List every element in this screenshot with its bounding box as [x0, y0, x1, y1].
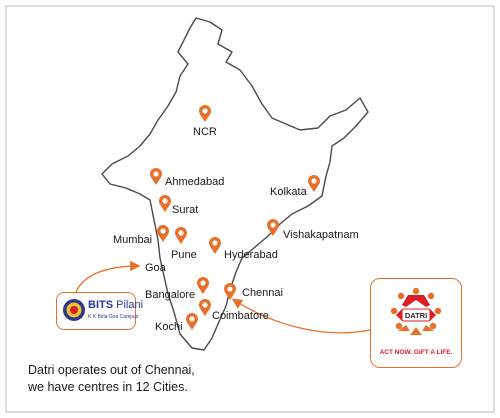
bits-logo-campus: K K Birla Goa Campus — [88, 314, 139, 320]
label-kolkata: Kolkata — [270, 186, 308, 198]
page-border — [5, 5, 495, 413]
pin-mumbai — [157, 225, 169, 242]
pin-bangalore — [197, 277, 209, 294]
pin-pune — [175, 227, 187, 244]
caption-line-2: we have centres in 12 Cities. — [28, 380, 188, 394]
bits-emblem-icon — [63, 299, 85, 321]
arrow-bits-to-goa — [75, 260, 141, 293]
pin-kolkata — [308, 175, 320, 192]
caption-line-1: Datri operates out of Chennai, — [28, 363, 195, 377]
pin-hyderabad — [209, 237, 221, 254]
bits-logo-name: BITS Pilani — [88, 299, 143, 311]
label-pune: Pune — [171, 249, 197, 261]
label-mumbai: Mumbai — [113, 234, 152, 246]
label-kochi: Kochi — [155, 321, 183, 333]
label-hyderabad: Hyderabad — [224, 249, 278, 261]
label-ncr: NCR — [193, 126, 217, 138]
label-goa: Goa — [145, 262, 167, 274]
bits-name-bold: BITS — [88, 299, 114, 311]
label-ahmedabad: Ahmedabad — [165, 176, 224, 188]
pin-surat — [159, 195, 171, 212]
caption: Datri operates out of Chennai, we have c… — [28, 362, 268, 396]
bits-pilani-logo: BITS Pilani K K Birla Goa Campus — [56, 292, 143, 330]
label-vishakapatnam: Vishakapatnam — [283, 229, 359, 241]
label-surat: Surat — [172, 204, 198, 216]
bits-name-light: Pilani — [113, 299, 144, 311]
datri-tagline: ACT NOW. GIFT A LIFE. — [379, 349, 453, 356]
label-chennai: Chennai — [242, 287, 283, 299]
pin-kochi — [186, 313, 198, 330]
india-outline — [101, 17, 369, 351]
pin-ncr — [199, 105, 211, 122]
pin-ahmedabad — [150, 168, 162, 185]
pin-vishakapatnam — [267, 219, 279, 236]
label-bangalore: Bangalore — [145, 289, 195, 301]
datri-logo-name: DATRI — [405, 311, 427, 320]
datri-logo: DATRI ACT NOW. GIFT A LIFE. — [370, 278, 462, 368]
label-coimbatore: Coimbatore — [212, 310, 269, 322]
pin-coimbatore — [199, 299, 211, 316]
datri-emblem-icon: DATRI — [390, 287, 442, 335]
pin-chennai — [224, 283, 236, 300]
arrow-datri-to-chennai — [231, 298, 371, 334]
